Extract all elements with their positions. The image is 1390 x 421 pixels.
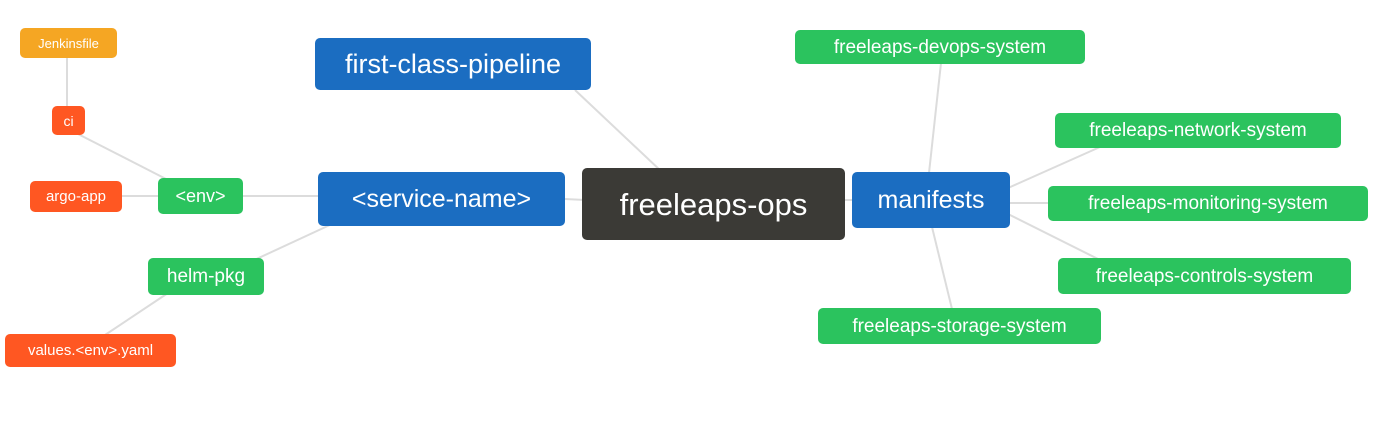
edge-manifests-network [1007,146,1101,189]
edge-manifests-devops [928,62,942,174]
node-freeleaps-monitoring-system[interactable]: freeleaps-monitoring-system [1048,186,1368,221]
edge-manifests-storage [931,226,953,310]
node-freeleaps-storage-system[interactable]: freeleaps-storage-system [818,308,1101,344]
edge-env-ci [77,133,169,181]
node-service-name[interactable]: <service-name> [318,172,565,226]
node-first-class-pipeline[interactable]: first-class-pipeline [315,38,591,90]
node-manifests[interactable]: manifests [852,172,1010,228]
node-helm-pkg[interactable]: helm-pkg [148,258,264,295]
node-freeleaps-controls-system[interactable]: freeleaps-controls-system [1058,258,1351,294]
node-ci[interactable]: ci [52,106,85,135]
node-argo-app[interactable]: argo-app [30,181,122,212]
edge-ops-pipeline [574,89,663,173]
node-jenkinsfile[interactable]: Jenkinsfile [20,28,117,58]
edge-service-helm [249,223,333,263]
node-freeleaps-devops-system[interactable]: freeleaps-devops-system [795,30,1085,64]
edge-helm-values [104,292,169,336]
node-values-env-yaml[interactable]: values.<env>.yaml [5,334,176,367]
node-freeleaps-ops[interactable]: freeleaps-ops [582,168,845,240]
node-env[interactable]: <env> [158,178,243,214]
node-freeleaps-network-system[interactable]: freeleaps-network-system [1055,113,1341,148]
